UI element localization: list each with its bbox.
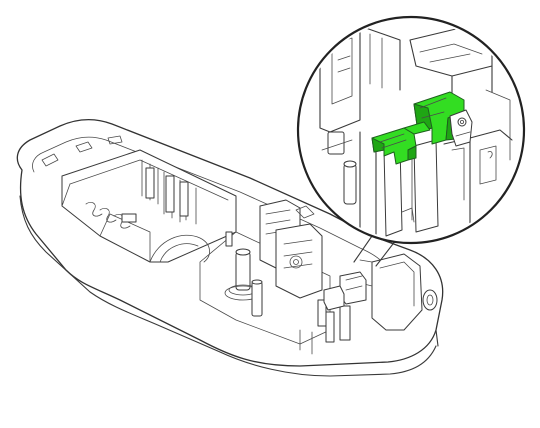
tape-cutter-highlight	[371, 91, 473, 165]
tape-cutter-highlight-small	[323, 271, 367, 311]
callout-magnifier	[296, 15, 526, 245]
tape-spool-area	[199, 199, 438, 355]
cassette-compartment	[61, 149, 237, 263]
callout-leader	[353, 235, 397, 267]
